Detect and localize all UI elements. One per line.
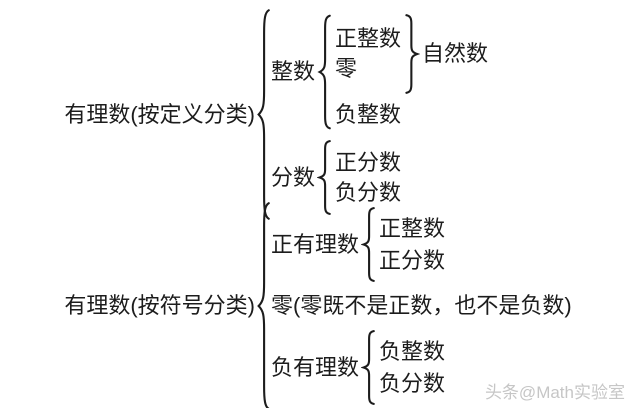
right-brace-icon xyxy=(404,14,420,94)
leaf-zero: 零 xyxy=(335,56,358,81)
left-brace-icon xyxy=(256,7,271,222)
leaf-positive-integer: 正整数 xyxy=(335,26,402,51)
sign-root-label: 有理数(按符号分类) xyxy=(64,293,255,318)
negative-rational-branch: 负有理数 负整数 负分数 xyxy=(271,330,445,405)
leaf-positive-fraction: 正分数 xyxy=(379,247,446,273)
zero-note: 零(零既不是正数，也不是负数) xyxy=(271,293,572,318)
definition-root-label: 有理数(按定义分类) xyxy=(64,101,255,127)
integer-branch: 整数 正整数 零 xyxy=(271,14,488,130)
fraction-branch: 分数 正分数 负分数 xyxy=(271,140,401,215)
leaf-positive-fraction: 正分数 xyxy=(335,149,402,175)
leaf-negative-integer: 负整数 xyxy=(335,102,402,127)
leaf-positive-integer: 正整数 xyxy=(379,215,446,241)
positive-rational-branch: 正有理数 正整数 正分数 xyxy=(271,207,445,282)
fraction-branch-label: 分数 xyxy=(271,164,316,190)
integer-branch-label: 整数 xyxy=(271,59,316,84)
positive-rational-label: 正有理数 xyxy=(271,231,360,257)
left-brace-icon xyxy=(361,330,376,405)
leaf-negative-fraction: 负分数 xyxy=(335,179,402,205)
definition-tree: 有理数(按定义分类) 整数 正整数 零 xyxy=(50,14,488,215)
natural-number-label: 自然数 xyxy=(422,41,489,66)
natural-number-group: 正整数 零 自然数 xyxy=(335,14,488,94)
left-brace-icon xyxy=(361,207,376,282)
negative-rational-label: 负有理数 xyxy=(271,354,360,380)
left-brace-icon xyxy=(317,140,332,215)
left-brace-icon xyxy=(317,14,332,130)
toutiao-watermark: 头条@Math实验室 xyxy=(484,383,625,402)
leaf-negative-integer: 负整数 xyxy=(379,338,446,364)
sign-tree: 有理数(按符号分类) 正有理数 正整数 正分数 零( xyxy=(50,207,572,405)
leaf-negative-fraction: 负分数 xyxy=(379,370,446,396)
left-brace-icon xyxy=(256,200,271,408)
